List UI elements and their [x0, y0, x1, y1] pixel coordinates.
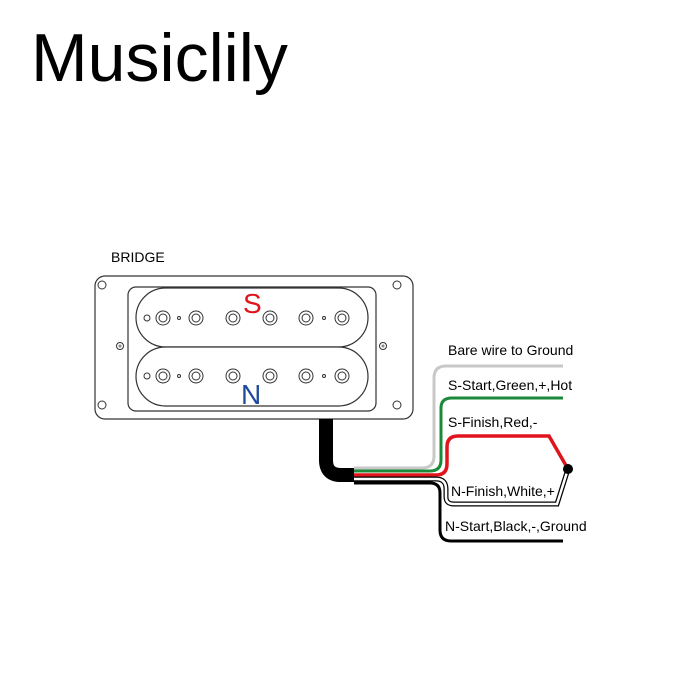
screw-hole-icon	[97, 400, 107, 410]
pole-pieces-north	[143, 368, 350, 384]
pole-pieces-south	[143, 310, 350, 326]
coil-north	[135, 346, 369, 407]
wire-black	[354, 481, 563, 543]
wire-red	[354, 434, 570, 477]
screw-hole-icon	[392, 280, 402, 290]
wire-label-red: S-Finish,Red,-	[448, 414, 538, 430]
coil-label-n: N	[241, 379, 261, 410]
cable-jacket	[319, 419, 354, 482]
wire-bare	[354, 364, 563, 470]
wire-white	[354, 468, 570, 506]
brand-title: Musiclily	[31, 20, 288, 96]
wire-green	[354, 396, 563, 473]
solder-joint-icon	[563, 464, 573, 474]
bridge-label: BRIDGE	[111, 249, 165, 265]
screw-hole-icon	[392, 400, 402, 410]
screw-hole-icon	[97, 280, 107, 290]
wire-label-green: S-Start,Green,+,Hot	[448, 377, 572, 393]
wire-label-black: N-Start,Black,-,Ground	[445, 518, 587, 534]
wire-label-bare: Bare wire to Ground	[448, 342, 573, 358]
coil-label-s: S	[243, 288, 262, 319]
wire-label-white: N-Finish,White,+	[451, 483, 555, 499]
